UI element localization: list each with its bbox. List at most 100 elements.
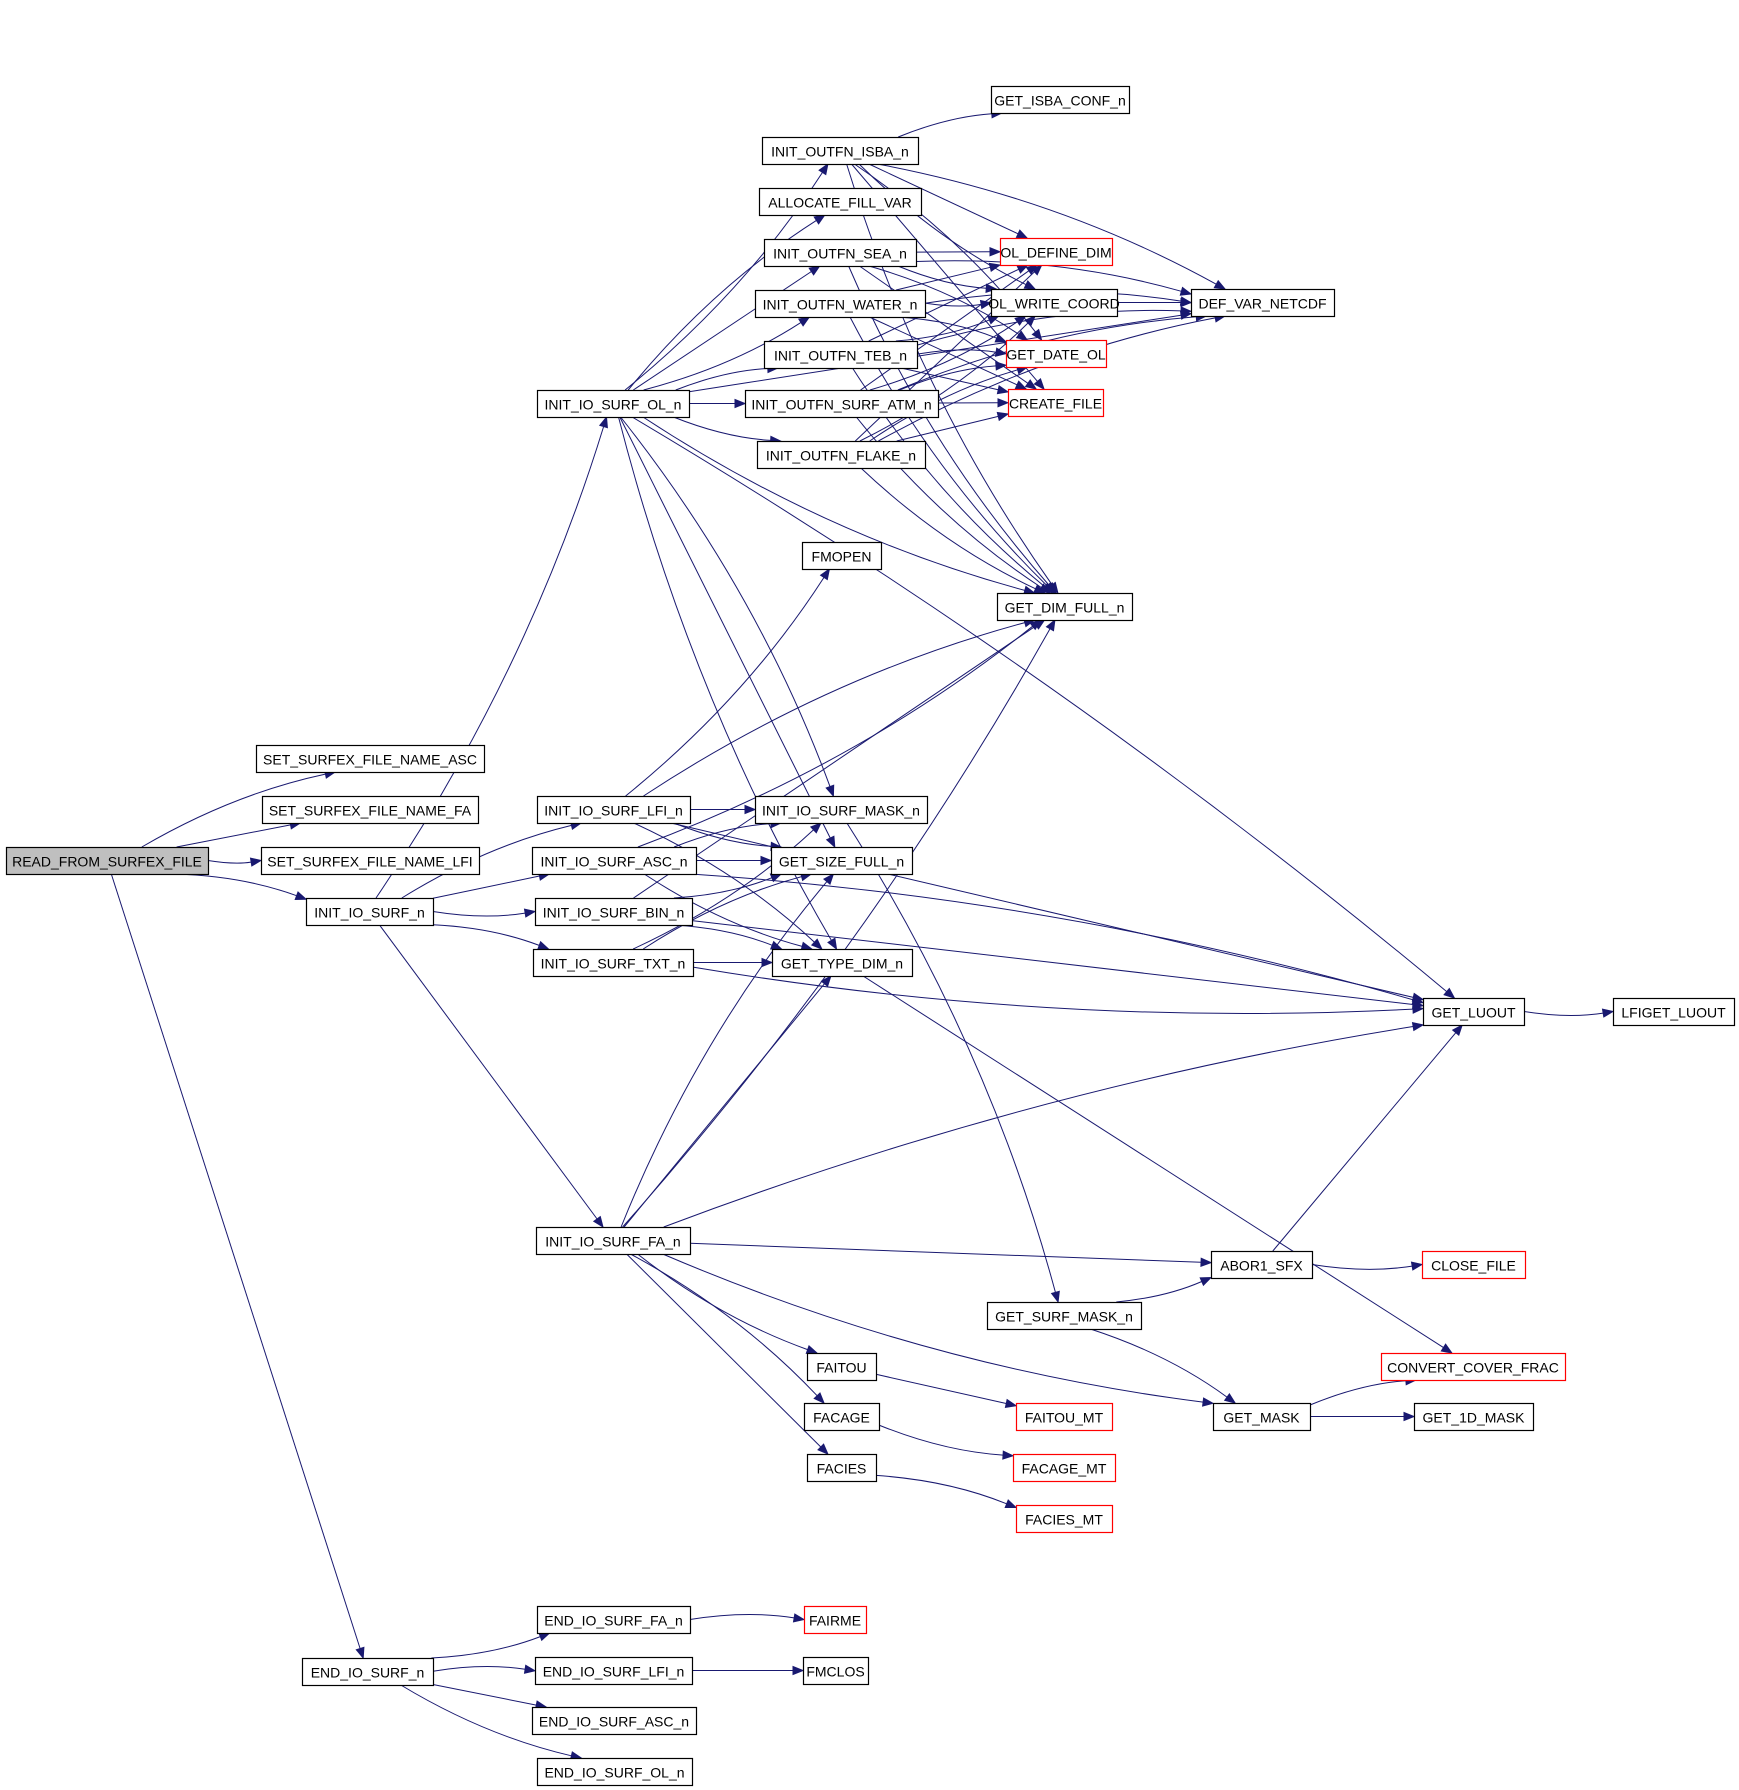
node-box[interactable] xyxy=(754,289,927,319)
node-box[interactable] xyxy=(531,846,698,876)
node-get-size-full-n[interactable]: GET_SIZE_FULL_n xyxy=(770,846,914,876)
node-box[interactable] xyxy=(802,1656,870,1686)
node-box[interactable] xyxy=(1421,1250,1527,1280)
node-box[interactable] xyxy=(758,187,923,217)
node-box[interactable] xyxy=(801,541,883,571)
node-box[interactable] xyxy=(1007,388,1105,418)
node-box[interactable] xyxy=(536,1757,694,1787)
node-box[interactable] xyxy=(754,795,929,825)
node-box[interactable] xyxy=(770,846,914,876)
node-init-io-surf-asc-n[interactable]: INIT_IO_SURF_ASC_n xyxy=(531,846,698,876)
node-box[interactable] xyxy=(986,1301,1143,1331)
node-box[interactable] xyxy=(1015,1402,1114,1432)
node-box[interactable] xyxy=(534,897,694,927)
node-fmopen[interactable]: FMOPEN xyxy=(801,541,883,571)
node-box[interactable] xyxy=(260,846,481,876)
node-get-luout[interactable]: GET_LUOUT xyxy=(1422,997,1526,1027)
node-box[interactable] xyxy=(996,592,1134,622)
node-box[interactable] xyxy=(744,389,940,419)
node-end-io-surf-fa-n[interactable]: END_IO_SURF_FA_n xyxy=(536,1605,692,1635)
node-convert-cover-frac[interactable]: CONVERT_COVER_FRAC xyxy=(1380,1352,1567,1382)
node-close-file[interactable]: CLOSE_FILE xyxy=(1421,1250,1527,1280)
node-box[interactable] xyxy=(763,238,918,268)
node-init-outfn-sea-n[interactable]: INIT_OUTFN_SEA_n xyxy=(763,238,918,268)
node-box[interactable] xyxy=(990,85,1131,115)
node-box[interactable] xyxy=(536,389,691,419)
node-read-from-surfex-file[interactable]: READ_FROM_SURFEX_FILE xyxy=(5,846,210,876)
node-ol-write-coord[interactable]: OL_WRITE_COORD xyxy=(988,288,1120,318)
node-get-dim-full-n[interactable]: GET_DIM_FULL_n xyxy=(996,592,1134,622)
node-box[interactable] xyxy=(536,795,692,825)
node-init-outfn-surf-atm-n[interactable]: INIT_OUTFN_SURF_ATM_n xyxy=(744,389,940,419)
node-box[interactable] xyxy=(534,1656,694,1686)
node-init-outfn-isba-n[interactable]: INIT_OUTFN_ISBA_n xyxy=(761,136,920,166)
node-facies-mt[interactable]: FACIES_MT xyxy=(1015,1504,1114,1534)
node-box[interactable] xyxy=(261,795,480,825)
node-box[interactable] xyxy=(1380,1352,1567,1382)
node-box[interactable] xyxy=(1612,997,1736,1027)
node-init-outfn-flake-n[interactable]: INIT_OUTFN_FLAKE_n xyxy=(756,440,927,470)
node-box[interactable] xyxy=(301,1657,435,1687)
node-box[interactable] xyxy=(255,744,486,774)
node-fairme[interactable]: FAIRME xyxy=(803,1605,868,1635)
node-box[interactable] xyxy=(532,948,695,978)
node-box[interactable] xyxy=(1413,1402,1535,1432)
node-box[interactable] xyxy=(999,237,1114,267)
node-set-surfex-file-name-asc[interactable]: SET_SURFEX_FILE_NAME_ASC xyxy=(255,744,486,774)
node-end-io-surf-lfi-n[interactable]: END_IO_SURF_LFI_n xyxy=(534,1656,694,1686)
node-box[interactable] xyxy=(761,136,920,166)
node-init-io-surf-txt-n[interactable]: INIT_IO_SURF_TXT_n xyxy=(532,948,695,978)
node-facies[interactable]: FACIES xyxy=(806,1453,878,1483)
node-box[interactable] xyxy=(803,1605,868,1635)
node-box[interactable] xyxy=(535,1226,692,1256)
node-get-surf-mask-n[interactable]: GET_SURF_MASK_n xyxy=(986,1301,1143,1331)
node-end-io-surf-n[interactable]: END_IO_SURF_n xyxy=(301,1657,435,1687)
node-box[interactable] xyxy=(1212,1402,1312,1432)
node-faitou-mt[interactable]: FAITOU_MT xyxy=(1015,1402,1114,1432)
node-box[interactable] xyxy=(531,1706,698,1736)
node-facage-mt[interactable]: FACAGE_MT xyxy=(1012,1453,1117,1483)
node-box[interactable] xyxy=(1210,1250,1314,1280)
node-box[interactable] xyxy=(305,897,435,927)
node-set-surfex-file-name-lfi[interactable]: SET_SURFEX_FILE_NAME_LFI xyxy=(260,846,481,876)
node-box[interactable] xyxy=(756,440,927,470)
node-fmclos[interactable]: FMCLOS xyxy=(802,1656,870,1686)
node-facage[interactable]: FACAGE xyxy=(803,1402,881,1432)
node-box[interactable] xyxy=(763,340,919,370)
node-box[interactable] xyxy=(1015,1504,1114,1534)
node-box[interactable] xyxy=(1190,288,1336,318)
node-ol-define-dim[interactable]: OL_DEFINE_DIM xyxy=(999,237,1114,267)
node-init-io-surf-bin-n[interactable]: INIT_IO_SURF_BIN_n xyxy=(534,897,694,927)
node-lfiget-luout[interactable]: LFIGET_LUOUT xyxy=(1612,997,1736,1027)
node-init-io-surf-fa-n[interactable]: INIT_IO_SURF_FA_n xyxy=(535,1226,692,1256)
node-set-surfex-file-name-fa[interactable]: SET_SURFEX_FILE_NAME_FA xyxy=(261,795,480,825)
node-box[interactable] xyxy=(806,1453,878,1483)
node-abor1-sfx[interactable]: ABOR1_SFX xyxy=(1210,1250,1314,1280)
node-box[interactable] xyxy=(1012,1453,1117,1483)
node-box[interactable] xyxy=(806,1352,878,1382)
node-allocate-fill-var[interactable]: ALLOCATE_FILL_VAR xyxy=(758,187,923,217)
node-init-io-surf-n[interactable]: INIT_IO_SURF_n xyxy=(305,897,435,927)
node-create-file[interactable]: CREATE_FILE xyxy=(1007,388,1105,418)
node-get-isba-conf-n[interactable]: GET_ISBA_CONF_n xyxy=(990,85,1131,115)
node-box[interactable] xyxy=(771,948,914,978)
node-init-outfn-water-n[interactable]: INIT_OUTFN_WATER_n xyxy=(754,289,927,319)
node-get-date-ol[interactable]: GET_DATE_OL xyxy=(1005,339,1108,369)
node-def-var-netcdf[interactable]: DEF_VAR_NETCDF xyxy=(1190,288,1336,318)
node-get-1d-mask[interactable]: GET_1D_MASK xyxy=(1413,1402,1535,1432)
node-box[interactable] xyxy=(5,846,210,876)
node-end-io-surf-ol-n[interactable]: END_IO_SURF_OL_n xyxy=(536,1757,694,1787)
node-init-io-surf-lfi-n[interactable]: INIT_IO_SURF_LFI_n xyxy=(536,795,692,825)
node-box[interactable] xyxy=(1005,339,1108,369)
node-box[interactable] xyxy=(536,1605,692,1635)
node-end-io-surf-asc-n[interactable]: END_IO_SURF_ASC_n xyxy=(531,1706,698,1736)
node-box[interactable] xyxy=(990,288,1119,318)
node-get-mask[interactable]: GET_MASK xyxy=(1212,1402,1312,1432)
node-faitou[interactable]: FAITOU xyxy=(806,1352,878,1382)
node-init-outfn-teb-n[interactable]: INIT_OUTFN_TEB_n xyxy=(763,340,919,370)
node-init-io-surf-mask-n[interactable]: INIT_IO_SURF_MASK_n xyxy=(754,795,929,825)
node-box[interactable] xyxy=(803,1402,881,1432)
node-box[interactable] xyxy=(1422,997,1526,1027)
node-init-io-surf-ol-n[interactable]: INIT_IO_SURF_OL_n xyxy=(536,389,691,419)
node-get-type-dim-n[interactable]: GET_TYPE_DIM_n xyxy=(771,948,914,978)
